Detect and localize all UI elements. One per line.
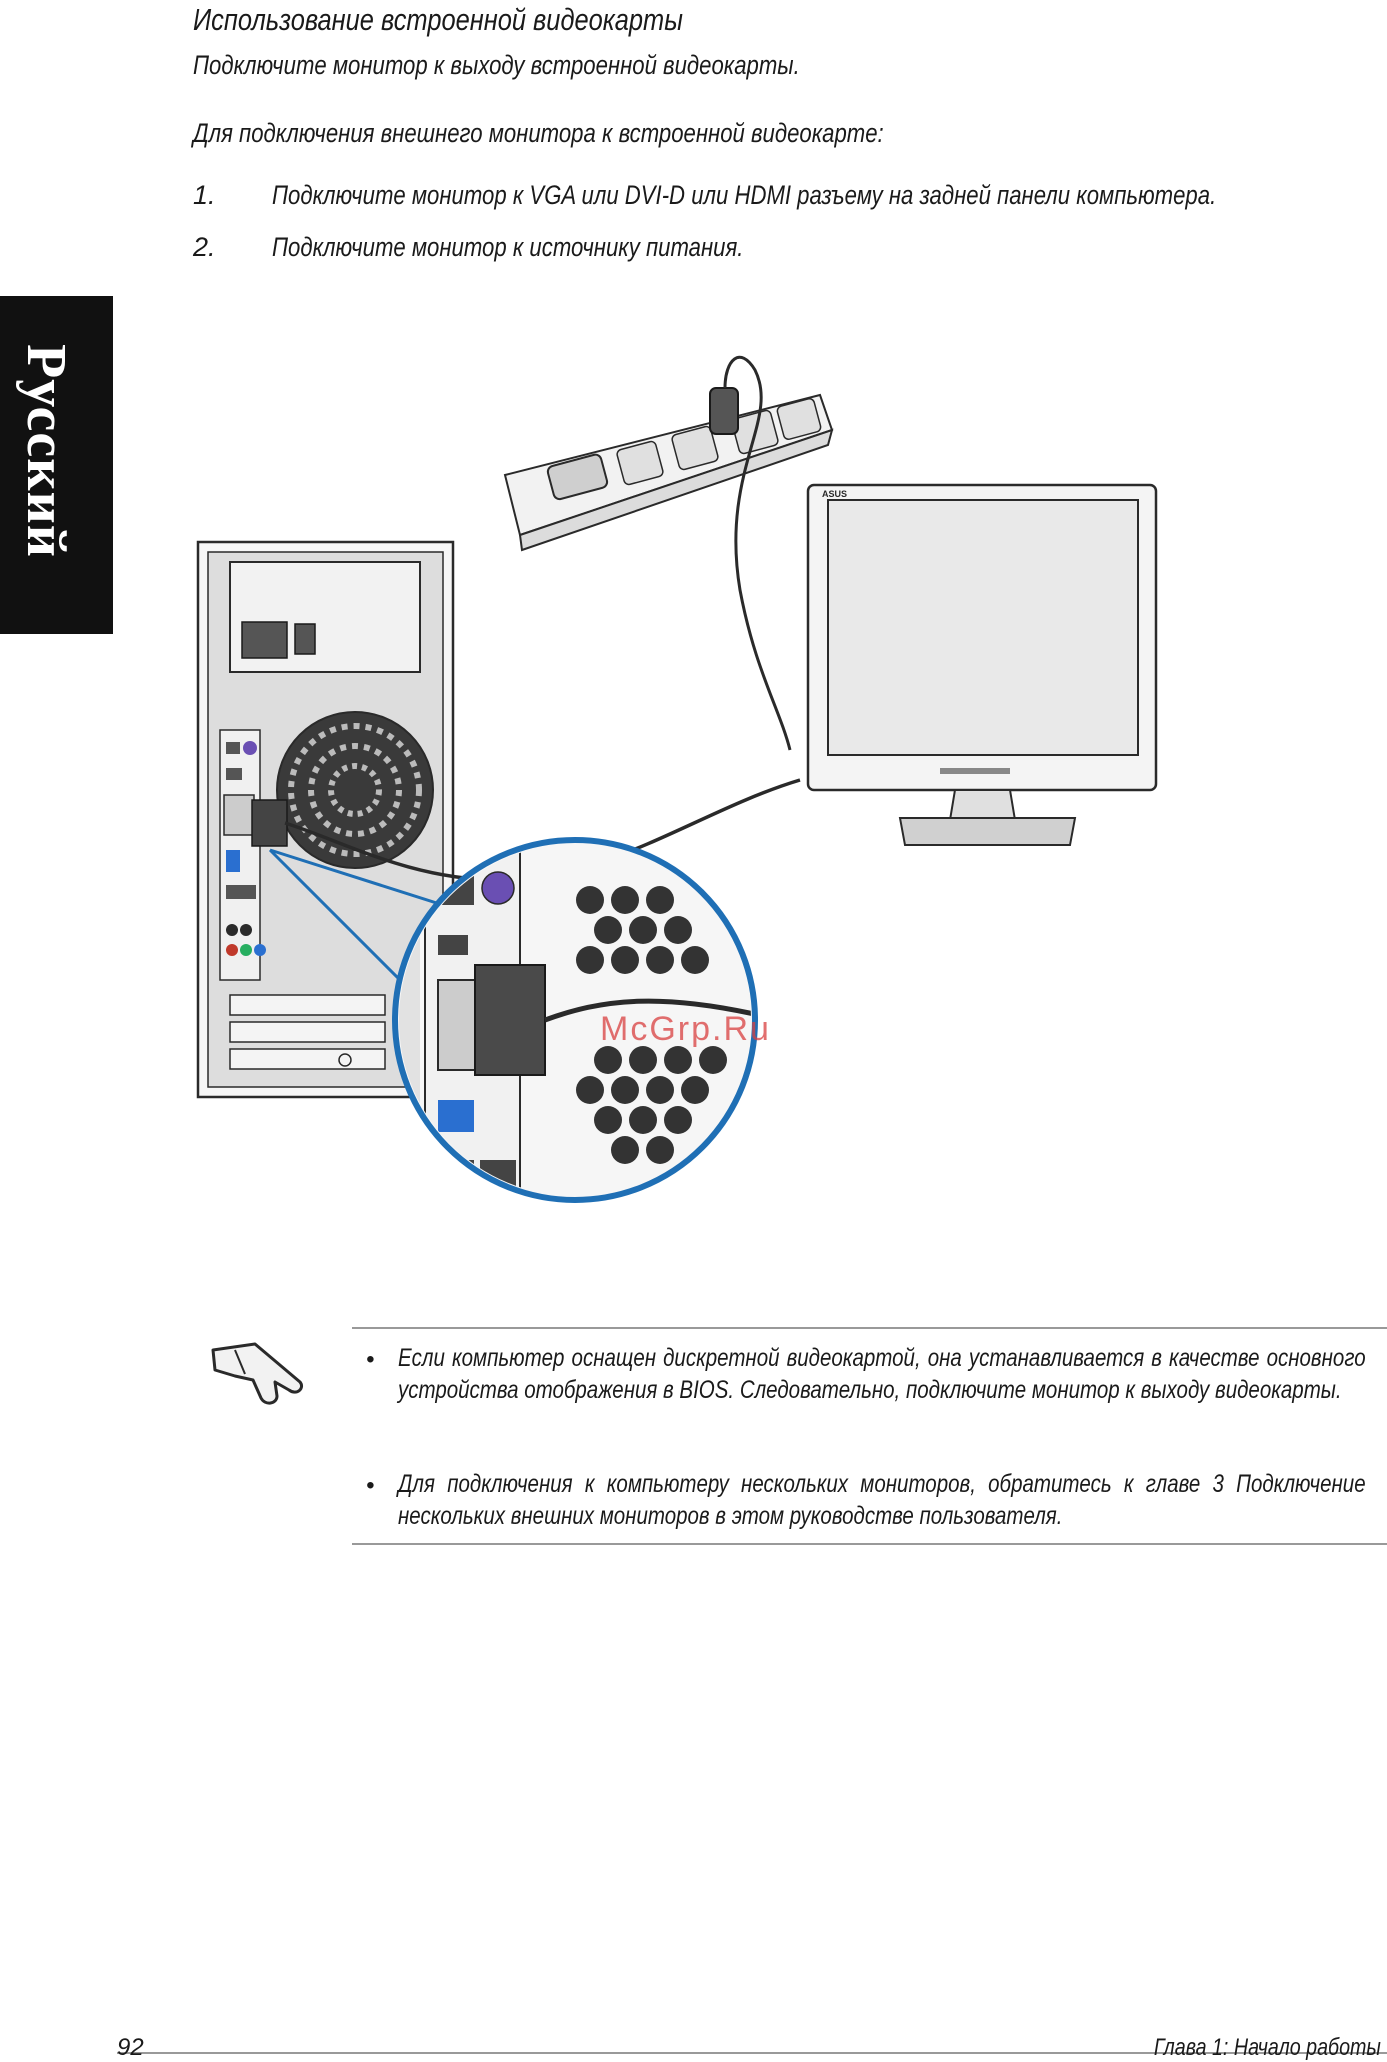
language-tab: Русский [0,296,113,634]
pointing-hand-icon [211,1342,304,1405]
step-1-text: Подключите монитор к VGA или DVI-D или H… [272,180,1217,210]
note-bullet-1-symbol: • [366,1346,375,1373]
note-bullet-2-text: Для подключения к компьютеру нескольких … [398,1470,1366,1530]
step-1-number: 1. [193,180,216,210]
monitor: ASUS [806,483,1158,846]
note-top-rule [352,1327,1387,1329]
chapter-title: Глава 1: Начало работы [1153,2034,1381,2061]
page-number: 92 [117,2034,144,2061]
section-subtitle: Подключите монитор к выходу встроенной в… [193,50,800,80]
footer-rule [117,2052,1387,2054]
monitor-brand: ASUS [822,489,847,499]
procedure-intro: Для подключения внешнего монитора к встр… [193,118,884,148]
step-2-text: Подключите монитор к источнику питания. [272,232,744,262]
note-bullet-1-text: Если компьютер оснащен дискретной видеок… [398,1344,1366,1404]
note-bullet-2-symbol: • [366,1472,375,1499]
note-bottom-rule [352,1543,1387,1545]
language-tab-label: Русский [15,344,77,558]
section-heading: Использование встроенной видеокарты [193,2,683,37]
watermark: McGrp.Ru [600,1010,771,1048]
power-strip [503,387,834,552]
connection-illustration: ASUS [196,355,1158,1203]
zoom-callout [392,837,758,1203]
step-2-number: 2. [193,232,216,262]
